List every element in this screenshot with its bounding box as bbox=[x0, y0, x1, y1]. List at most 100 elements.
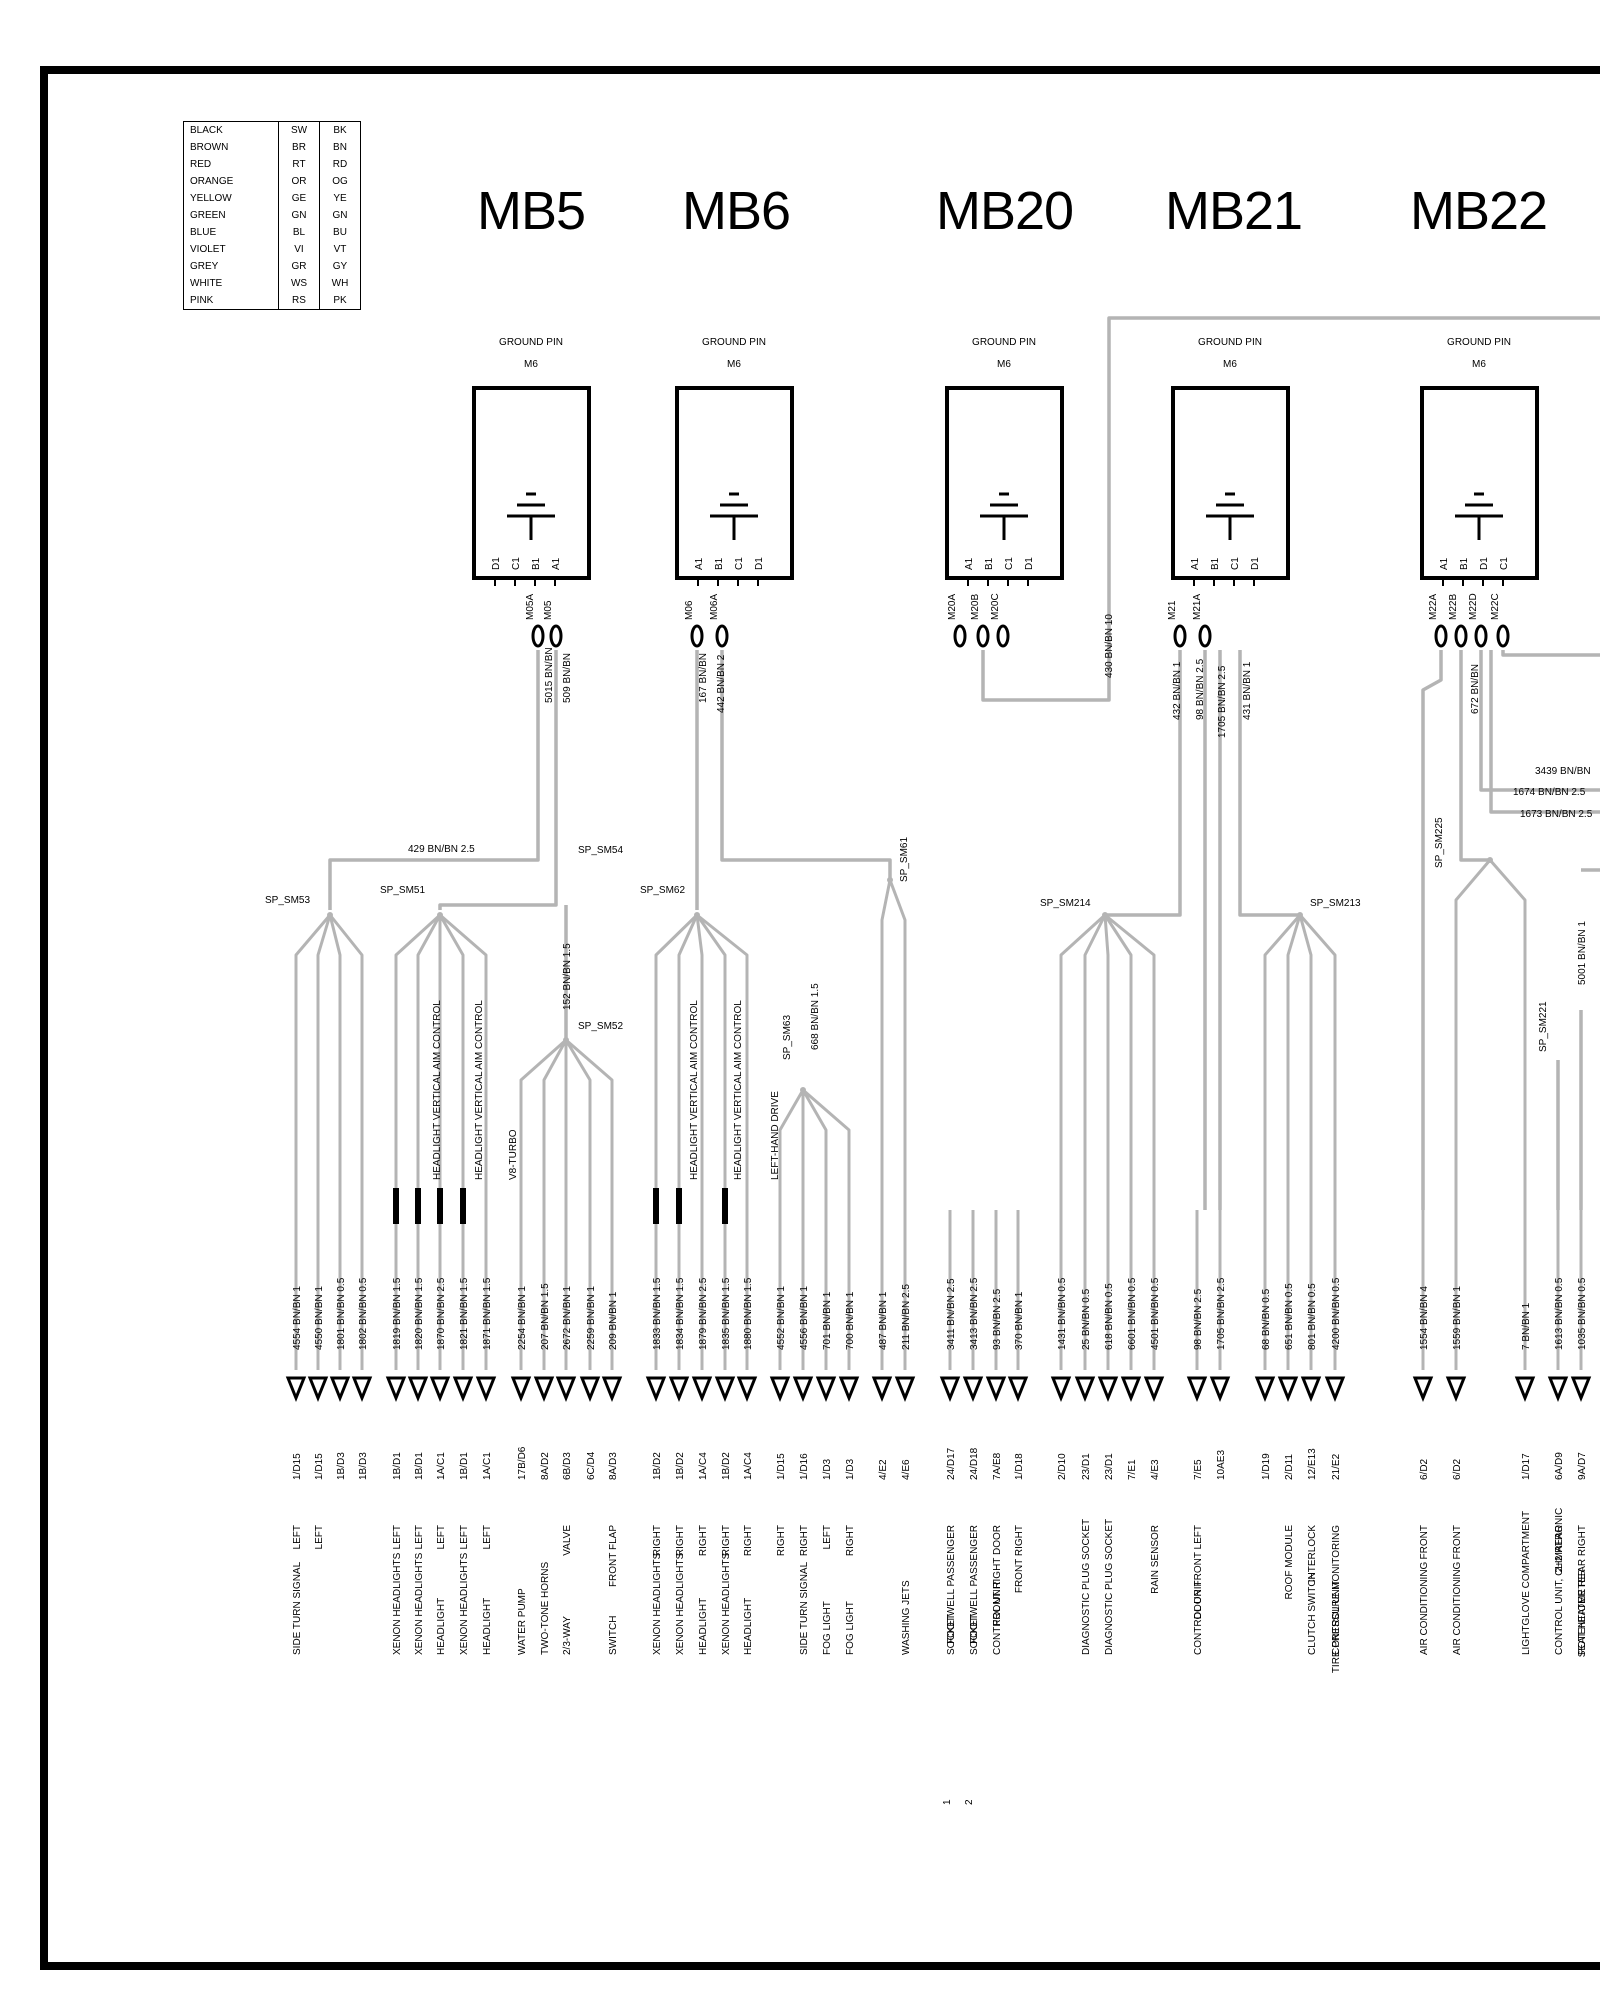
terminal-arrow bbox=[1120, 1376, 1142, 1403]
description-label: AIR CONDITIONING bbox=[1419, 1561, 1430, 1655]
wire-label: 1035 BN/BN 0.5 bbox=[1577, 1277, 1588, 1350]
wire-label: 701 BN/BN 1 bbox=[822, 1291, 833, 1350]
description-label: LIGHTGLOVE COMPARTMENT bbox=[1521, 1511, 1532, 1655]
position-label: 1B/D1 bbox=[392, 1452, 403, 1480]
connector-bar bbox=[415, 1188, 421, 1224]
footnote: 1 bbox=[942, 1799, 953, 1805]
wire-label: 4550 BN/BN 1 bbox=[314, 1286, 325, 1350]
splice-branch bbox=[1298, 914, 1313, 1210]
position-label: 1A/C4 bbox=[698, 1452, 709, 1480]
position-label: 7/E1 bbox=[1127, 1459, 1138, 1480]
block-title-mb20: MB20 bbox=[936, 181, 1074, 241]
ground-pin-label: GROUND PIN bbox=[1447, 337, 1511, 348]
side-label: FRONT bbox=[1419, 1525, 1430, 1559]
terminal-arrow bbox=[579, 1376, 601, 1403]
trunk-label: 432 BN/BN 1 bbox=[1172, 661, 1183, 720]
position-label: 8A/D3 bbox=[608, 1452, 619, 1480]
terminal-arrow bbox=[962, 1376, 984, 1403]
description-label: WATER PUMP bbox=[517, 1588, 528, 1655]
position-label: 1B/D2 bbox=[675, 1452, 686, 1480]
trunk-label: 5001 BN/BN 1 bbox=[1577, 921, 1588, 985]
side-label: FRONT RIGHT DOOR bbox=[992, 1525, 1003, 1626]
position-label: 6/D2 bbox=[1452, 1458, 1463, 1480]
splice-branch bbox=[565, 1038, 614, 1210]
position-label: 9A/D7 bbox=[1577, 1452, 1588, 1480]
terminal-arrow bbox=[894, 1376, 916, 1403]
splice-branch bbox=[542, 1039, 568, 1210]
position-label: 1B/D2 bbox=[652, 1452, 663, 1480]
wire-label: 1879 BN/BN 2.5 bbox=[698, 1277, 709, 1350]
terminal-arrow bbox=[1254, 1376, 1276, 1403]
description-label: SOCKET bbox=[946, 1614, 957, 1655]
side-label: RIGHT bbox=[776, 1525, 787, 1556]
lead-label: M20C bbox=[990, 593, 1001, 620]
wire-label: 207 BN/BN 1.5 bbox=[540, 1283, 551, 1350]
wire-label: 487 BN/BN 1 bbox=[878, 1291, 889, 1350]
position-label: 1B/D1 bbox=[414, 1452, 425, 1480]
description-label: HEADLIGHT bbox=[743, 1598, 754, 1655]
pin-label: D1 bbox=[1024, 557, 1035, 570]
side-note: HEADLIGHT VERTICAL AIM CONTROL bbox=[432, 1000, 443, 1180]
terminal-arrow bbox=[1547, 1376, 1569, 1403]
trunk bbox=[1459, 650, 1490, 862]
terminal-arrow bbox=[510, 1376, 532, 1403]
splice-sp-sm63 bbox=[800, 1087, 806, 1093]
splice-label: SP_SM52 bbox=[578, 1021, 623, 1032]
splice-branch bbox=[1083, 914, 1107, 1210]
position-label: 2/D11 bbox=[1284, 1454, 1295, 1480]
wire-label: 4501 BN/BN 0.5 bbox=[1150, 1277, 1161, 1350]
side-label: LEFT bbox=[392, 1525, 403, 1549]
trunk bbox=[1105, 650, 1182, 917]
trunk-label: 442 BN/BN 2 bbox=[716, 654, 727, 713]
description-label: AIR CONDITIONING bbox=[1452, 1561, 1463, 1655]
splice-sp-sm225 bbox=[1487, 857, 1493, 863]
ground-pin-size: M6 bbox=[1472, 359, 1486, 370]
side-note: HEADLIGHT VERTICAL AIM CONTROL bbox=[474, 1000, 485, 1180]
wire-label: 1431 BN/BN 0.5 bbox=[1057, 1277, 1068, 1350]
wire-label: 1870 BN/BN 2.5 bbox=[436, 1277, 447, 1350]
wire-label: 1559 BN/BN 1 bbox=[1452, 1286, 1463, 1350]
side-label: TIRE PRESSURE MONITORING bbox=[1331, 1525, 1342, 1673]
splice-branch bbox=[1286, 914, 1302, 1210]
position-label: 4/E2 bbox=[878, 1459, 889, 1480]
lead-label: M20A bbox=[947, 594, 958, 620]
terminal-arrow bbox=[714, 1376, 736, 1403]
legend-cell-en: BK bbox=[319, 121, 361, 139]
side-label: FRONT FLAP bbox=[608, 1525, 619, 1587]
block-title-mb5: MB5 bbox=[477, 181, 586, 241]
description-label: TWO-TONE HORNS bbox=[540, 1562, 551, 1655]
splice-branch bbox=[519, 1038, 567, 1210]
terminal-arrow bbox=[1445, 1376, 1467, 1403]
lead-label: M21A bbox=[1192, 594, 1203, 620]
splice-sp-sm61 bbox=[887, 877, 893, 883]
position-label: 7/E5 bbox=[1193, 1459, 1204, 1480]
ground-block bbox=[675, 386, 794, 580]
wire-label: 618 BN/BN 0.5 bbox=[1104, 1283, 1115, 1350]
splice-label: SP_SM54 bbox=[578, 845, 623, 856]
side-label: LEFT bbox=[822, 1525, 833, 1549]
splice-label: SP_SM214 bbox=[1040, 898, 1091, 909]
block-title-mb22: MB22 bbox=[1410, 181, 1548, 241]
ring-terminal bbox=[1454, 624, 1468, 648]
terminal-arrow bbox=[555, 1376, 577, 1403]
side-label: RIGHT bbox=[698, 1525, 709, 1556]
lead-label: M06 bbox=[684, 600, 695, 620]
trunk-label: 98 BN/BN 2.5 bbox=[1195, 658, 1206, 720]
splice-sp-sm51 bbox=[437, 912, 443, 918]
wire-label: 651 BN/BN 0.5 bbox=[1284, 1283, 1295, 1350]
side-note: V8-TURBO bbox=[508, 1129, 519, 1180]
wire-label: 1820 BN/BN 1.5 bbox=[414, 1277, 425, 1350]
wire-label: 93 BN/BN 2.5 bbox=[992, 1288, 1003, 1350]
description-label: SWITCH bbox=[608, 1616, 619, 1655]
trunk-label: 430 BN/BN 10 bbox=[1104, 614, 1115, 678]
ground-pin-label: GROUND PIN bbox=[499, 337, 563, 348]
ground-pin-size: M6 bbox=[997, 359, 1011, 370]
splice-branch bbox=[1103, 914, 1110, 1210]
terminal-arrow bbox=[769, 1376, 791, 1403]
splice-branch bbox=[801, 1089, 828, 1210]
trunk-label: 431 BN/BN 1 bbox=[1242, 661, 1253, 720]
splice-branch bbox=[316, 914, 332, 1210]
description-label: SOCKET bbox=[969, 1614, 980, 1655]
side-label: SEAT HEATER REAR RIGHT bbox=[1577, 1525, 1588, 1657]
side-label: RIGHT bbox=[799, 1525, 810, 1556]
